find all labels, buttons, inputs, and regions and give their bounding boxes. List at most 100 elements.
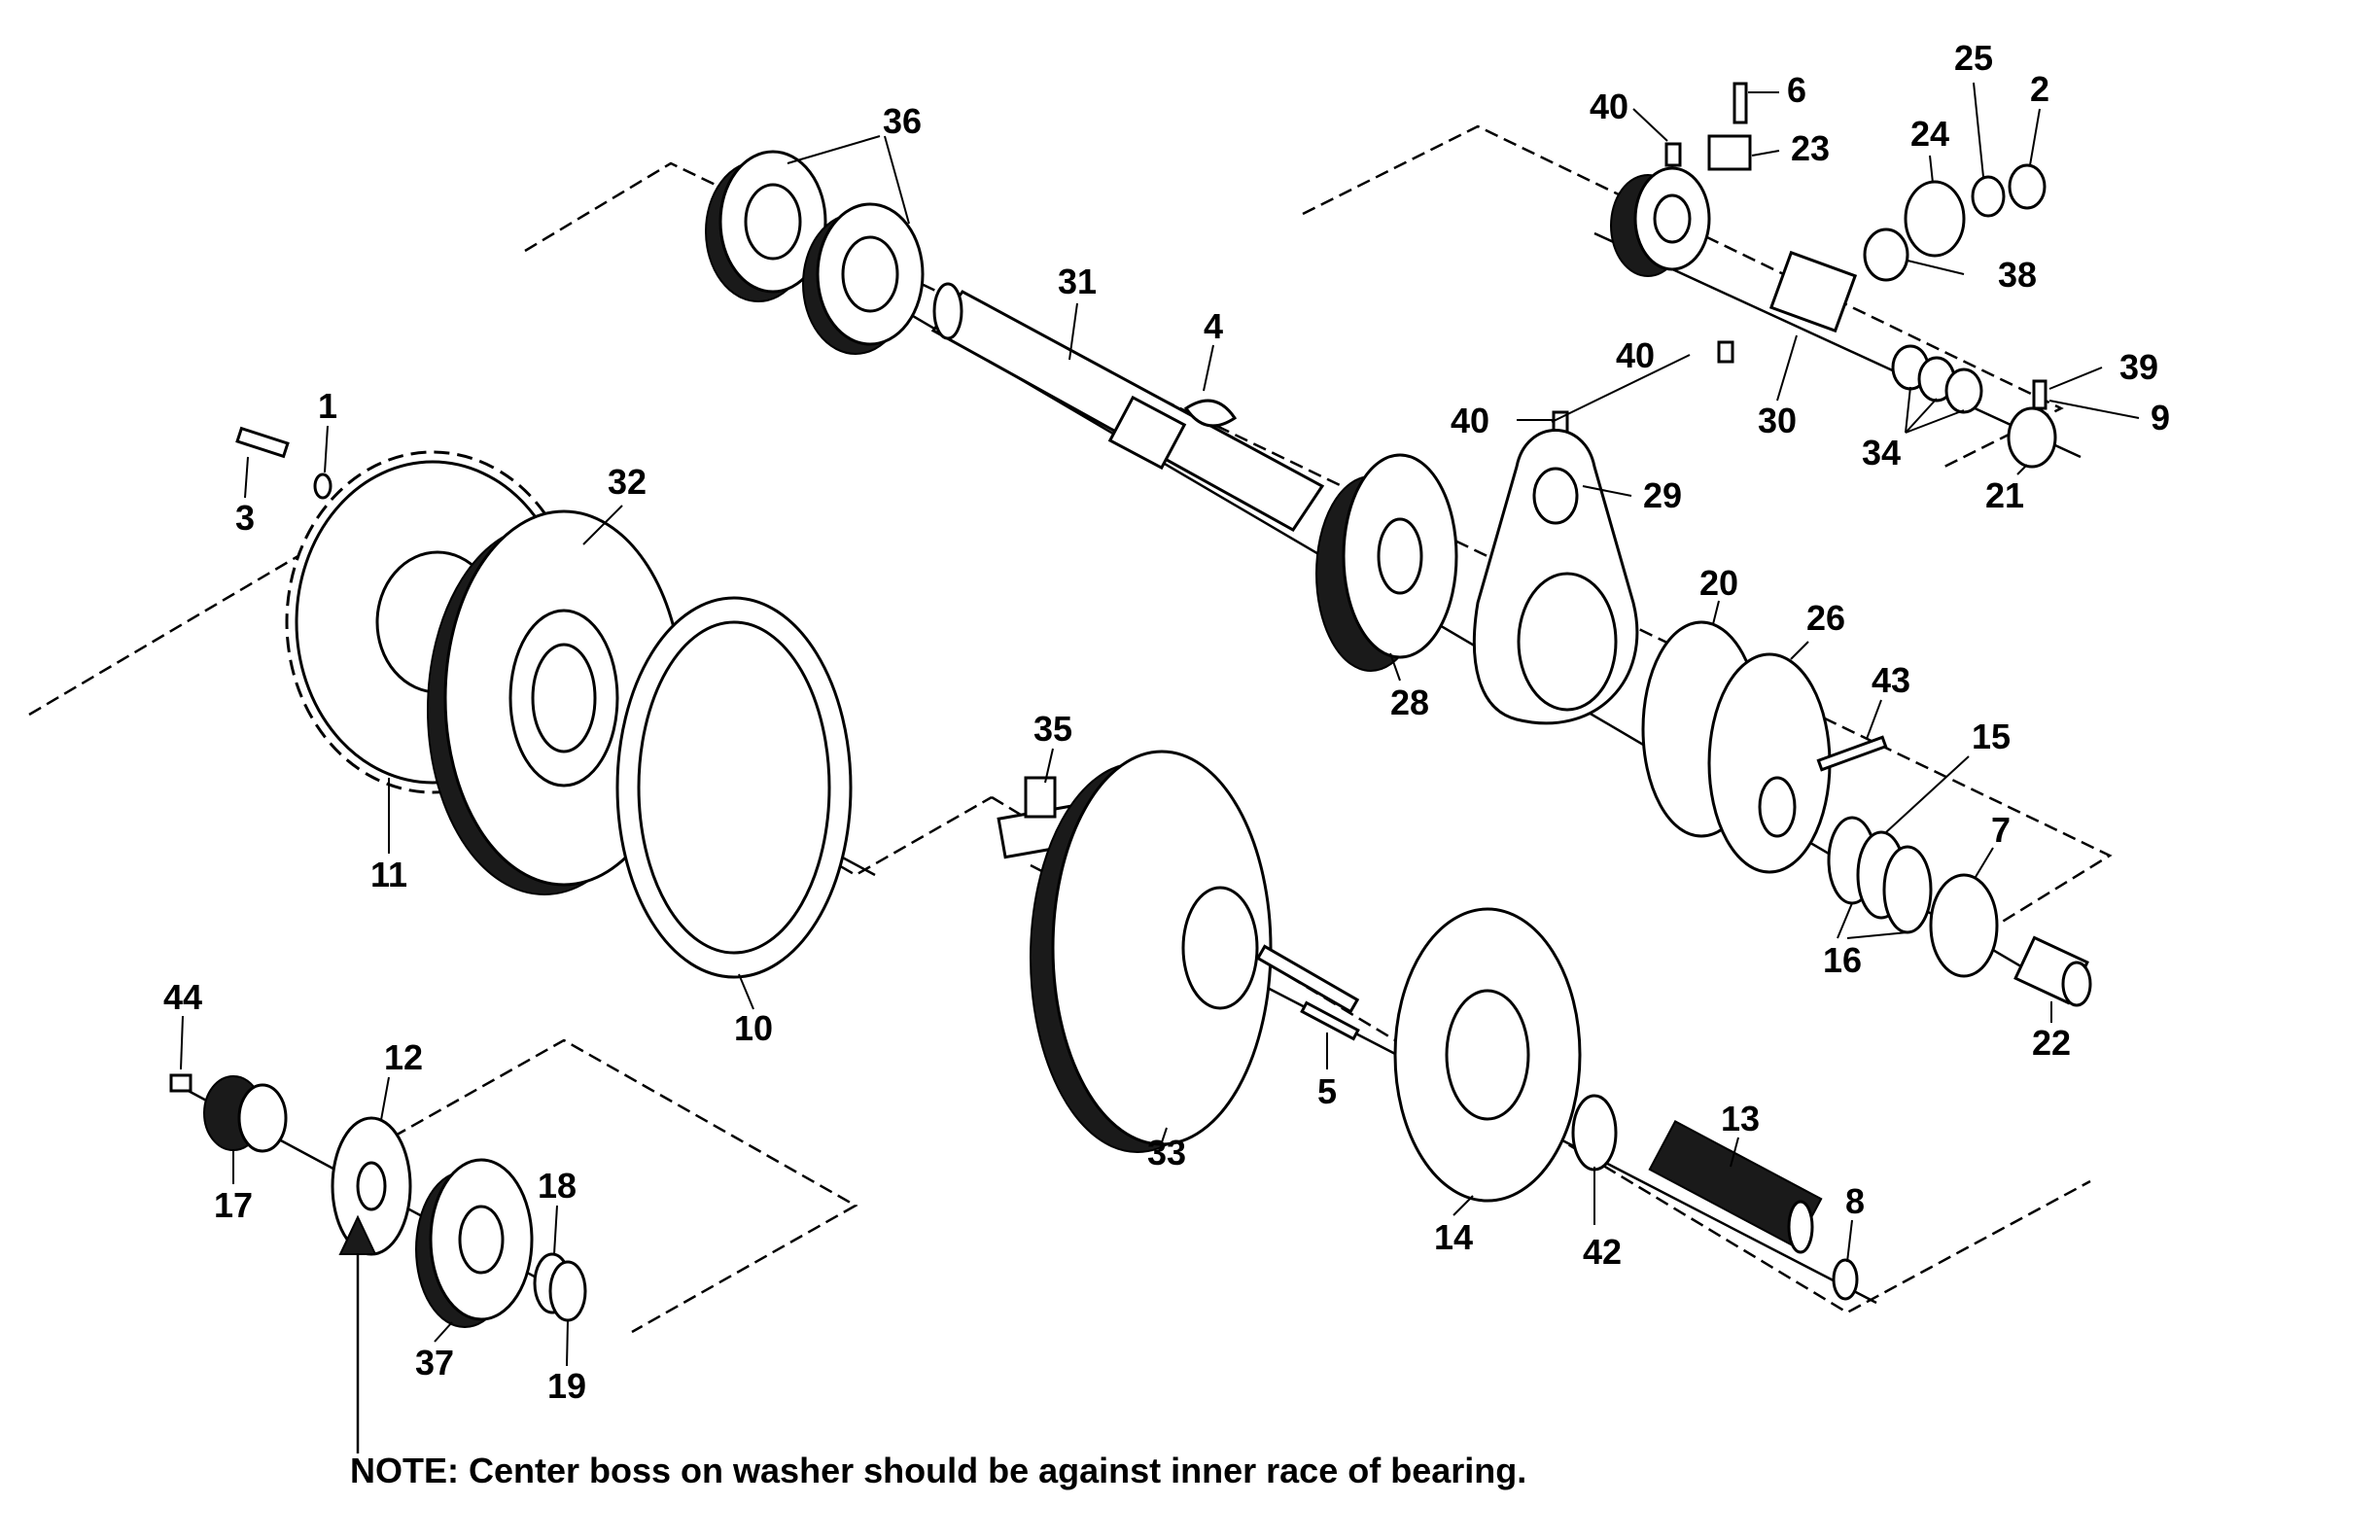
- callout-9: 9: [2151, 398, 2170, 438]
- callout-33: 33: [1147, 1133, 1186, 1172]
- callout-14: 14: [1434, 1217, 1473, 1257]
- callout-26: 26: [1806, 598, 1845, 638]
- leader-18: [553, 1205, 558, 1255]
- leader-13: [1730, 1137, 1739, 1168]
- leader-26: [1790, 641, 1809, 660]
- arm-29: [1472, 429, 1639, 725]
- leader-12: [380, 1076, 390, 1121]
- callout-21: 21: [1985, 475, 2024, 515]
- callout-35: 35: [1033, 709, 1072, 749]
- leader-29: [1582, 485, 1632, 497]
- washer-34-c: [1944, 368, 1983, 414]
- callout-39: 39: [2119, 347, 2158, 387]
- leader-3: [244, 456, 249, 499]
- grease-fitting-40-a: [1664, 142, 1682, 167]
- leader-37: [434, 1321, 453, 1343]
- pulley-33: [1030, 750, 1273, 1153]
- grease-fitting-40-b: [1717, 340, 1734, 364]
- hub-28: [1315, 453, 1458, 672]
- washer-25: [1971, 175, 2006, 218]
- set-block-23: [1707, 134, 1752, 171]
- callout-37: 37: [415, 1343, 454, 1382]
- callout-16: 16: [1823, 940, 1862, 980]
- leader-36a: [787, 135, 881, 164]
- leader-14: [1452, 1195, 1474, 1216]
- bolt-43: [1816, 735, 1888, 772]
- frame-lower-left: [339, 1038, 858, 1334]
- leader-21: [2016, 464, 2028, 475]
- leader-36b: [884, 135, 910, 225]
- bearing-36-b: [802, 202, 925, 355]
- leader-1: [324, 425, 329, 473]
- washer-1: [313, 472, 332, 500]
- callout-32: 32: [608, 462, 647, 502]
- callout-7: 7: [1991, 810, 2011, 850]
- callout-29: 29: [1643, 475, 1682, 515]
- callout-5: 5: [1317, 1071, 1337, 1111]
- leader-9: [2048, 400, 2140, 419]
- key-4: [1183, 399, 1238, 428]
- plate-26: [1707, 652, 1832, 874]
- leader-25: [1973, 82, 1984, 178]
- ring-16-b: [1882, 845, 1933, 934]
- bearing-37: [415, 1158, 534, 1328]
- leader-19: [566, 1319, 569, 1367]
- callout-31: 31: [1058, 262, 1097, 301]
- frame-top-right: [1302, 124, 2064, 469]
- callout-42: 42: [1583, 1232, 1622, 1272]
- callout-3: 3: [235, 498, 255, 538]
- plug-17: [203, 1075, 288, 1153]
- collar-21: [2007, 406, 2057, 469]
- snap-ring-42: [1571, 1094, 1618, 1172]
- shaft-31: [930, 282, 1325, 532]
- bushing-38: [1863, 228, 1909, 282]
- washer-14: [1393, 907, 1582, 1203]
- leader-23: [1751, 150, 1780, 157]
- callout-28: 28: [1390, 682, 1429, 722]
- callout-4: 4: [1204, 306, 1223, 346]
- callout-2: 2: [2030, 69, 2049, 109]
- leader-7: [1975, 847, 1994, 878]
- callout-11: 11: [370, 855, 407, 894]
- callout-20: 20: [1699, 563, 1738, 603]
- callout-6: 6: [1787, 70, 1806, 110]
- disc-32: [427, 509, 684, 895]
- callout-15: 15: [1972, 717, 2011, 756]
- callout-34: 34: [1862, 433, 1901, 472]
- leader-40b: [1551, 354, 1691, 423]
- bearing-24: [1904, 180, 1966, 258]
- fitting-44: [169, 1073, 192, 1093]
- leader-40a: [1632, 108, 1668, 142]
- screw-5: [1300, 1000, 1360, 1041]
- callout-17: 17: [214, 1185, 253, 1225]
- callout-1: 1: [318, 386, 337, 426]
- spring-13: [1648, 1120, 1823, 1254]
- friction-ring-10: [615, 596, 853, 979]
- leader-15: [1885, 755, 1970, 833]
- leader-24: [1929, 155, 1934, 184]
- callout-25: 25: [1954, 38, 1993, 78]
- callout-8: 8: [1845, 1181, 1865, 1221]
- callout-44: 44: [163, 977, 202, 1017]
- note-arrow-head: [338, 1214, 377, 1255]
- callout-10: 10: [734, 1008, 773, 1048]
- bolt-3: [235, 426, 290, 459]
- leader-32: [582, 505, 623, 545]
- callout-36: 36: [883, 101, 922, 141]
- leader-20: [1712, 600, 1720, 625]
- leader-30: [1776, 334, 1798, 402]
- leader-8: [1846, 1219, 1853, 1263]
- threaded-rod: [1255, 944, 1360, 1014]
- callout-22: 22: [2032, 1023, 2071, 1063]
- callout-38: 38: [1998, 255, 2037, 295]
- leader-39: [2048, 367, 2103, 390]
- ring-19: [548, 1260, 587, 1322]
- callout-30: 30: [1758, 401, 1797, 440]
- screw-39: [2032, 379, 2048, 410]
- callout-43: 43: [1872, 660, 1910, 700]
- leader-28: [1389, 652, 1401, 682]
- callout-24: 24: [1910, 114, 1949, 154]
- screw-6: [1732, 82, 1748, 124]
- leader-2: [2029, 108, 2041, 166]
- bearing-36-a: [705, 150, 827, 302]
